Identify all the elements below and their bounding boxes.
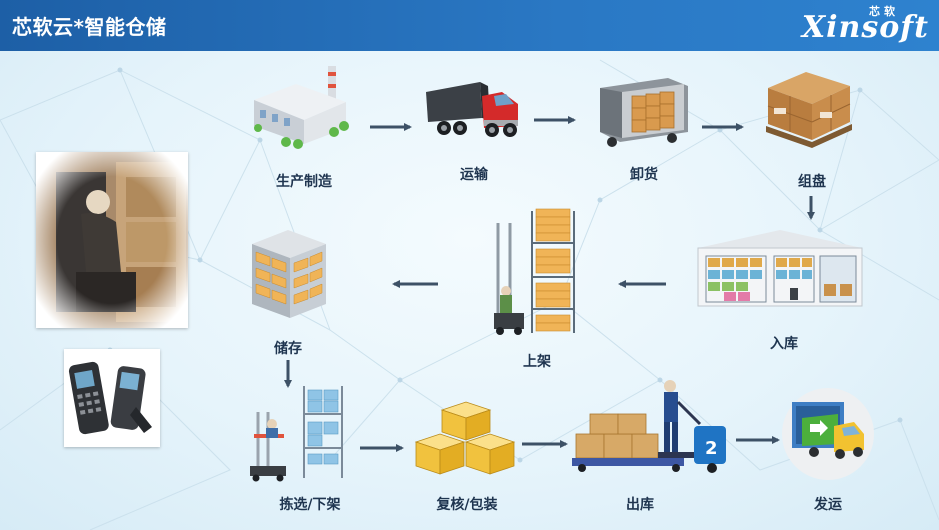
handheld-scanner-icon (68, 361, 152, 435)
step-label-transport: 运输 (460, 167, 488, 183)
step-label-palletize: 组盘 (798, 174, 826, 190)
step-shelving (490, 203, 578, 335)
unloading-trailer-icon (600, 78, 688, 147)
page-title: 芯软云*智能仓储 (12, 15, 167, 39)
step-label-unloading: 卸货 (630, 167, 658, 183)
step-unloading (598, 76, 692, 148)
logo-chinese: 芯软 (869, 5, 899, 18)
step-production (246, 62, 356, 152)
step-label-production: 生产制造 (276, 174, 332, 190)
jack-number: 2 (705, 438, 718, 459)
forklift-rack-icon (494, 208, 575, 335)
warehouse-icon (697, 230, 863, 307)
header-bar: 芯软云*智能仓储 芯软 Xinsoft (0, 0, 939, 51)
scanner-photo (64, 349, 160, 447)
step-transport (422, 78, 522, 140)
step-outbound: 2 (572, 378, 732, 476)
forklift-worker-photo (36, 152, 188, 328)
step-label-dispatch: 发运 (814, 497, 842, 513)
step-label-inbound: 入库 (770, 336, 798, 352)
step-storage (248, 226, 330, 322)
picking-lift-icon (250, 386, 343, 482)
step-dispatch (778, 388, 878, 482)
logo-text: Xinsoft (801, 10, 929, 45)
step-label-review-pack: 复核/包装 (436, 497, 498, 513)
truck-icon (426, 82, 518, 137)
step-label-outbound: 出库 (626, 497, 654, 513)
step-palletize (762, 62, 858, 152)
step-picking (248, 382, 346, 482)
packages-icon (414, 401, 516, 475)
dispatch-truck-icon (782, 388, 874, 480)
step-review-pack (412, 398, 518, 482)
step-label-storage: 储存 (274, 341, 302, 357)
forklift-worker-image (36, 152, 188, 328)
step-inbound (694, 226, 866, 308)
storage-shelf-icon (252, 230, 326, 318)
factory-icon (254, 66, 349, 149)
step-label-picking: 拣选/下架 (279, 497, 341, 513)
step-label-shelving: 上架 (523, 354, 551, 370)
palletized-boxes-icon (766, 72, 852, 148)
pallet-jack-icon: 2 (572, 380, 726, 473)
